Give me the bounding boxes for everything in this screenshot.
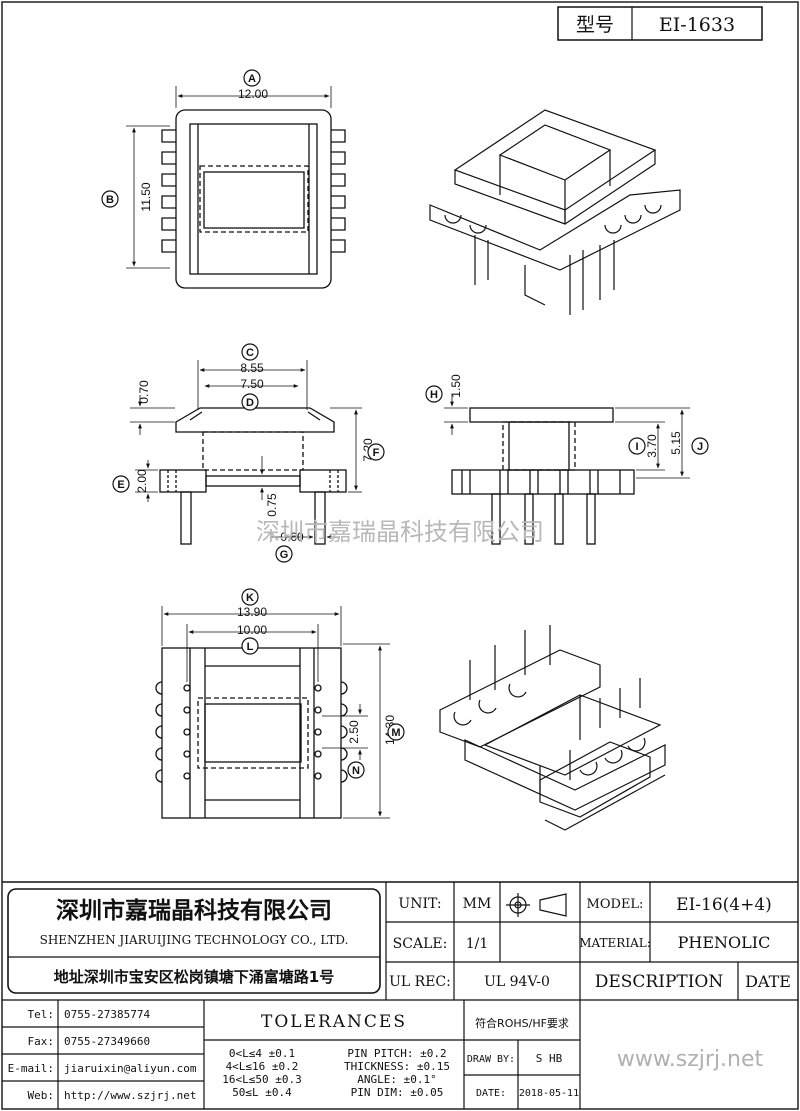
label-f: F <box>367 443 385 461</box>
tolerance-range: 4<L≤16 ±0.2 <box>226 1060 299 1073</box>
svg-text:A: A <box>248 73 256 85</box>
material-label: MATERIAL: <box>579 936 651 950</box>
front-view <box>130 360 362 545</box>
contact-label: Tel: <box>28 1008 55 1021</box>
label-h: H <box>425 385 443 403</box>
dim-i-value: 3.70 <box>645 434 659 458</box>
material-value: PHENOLIC <box>678 933 771 952</box>
svg-text:D: D <box>246 397 254 409</box>
svg-text:B: B <box>106 194 114 206</box>
company-name-cn: 深圳市嘉瑞晶科技有限公司 <box>56 897 332 924</box>
unit-value: MM <box>463 896 492 912</box>
label-d: D <box>241 393 259 411</box>
bottom-view <box>155 606 390 819</box>
label-e: E <box>112 475 130 493</box>
svg-text:J: J <box>697 441 703 453</box>
rohs-text: 符合ROHS/HF要求 <box>475 1016 569 1030</box>
dim-g-value: 0.60 <box>280 530 304 544</box>
iso-view-top <box>429 109 681 315</box>
label-k: K <box>241 588 259 606</box>
tolerance-range: 50≤L ±0.4 <box>232 1086 292 1099</box>
tolerances-title: TOLERANCES <box>261 1012 407 1032</box>
model-label: MODEL: <box>587 897 644 912</box>
dim-mid-h-value: 0.75 <box>265 493 279 517</box>
svg-text:C: C <box>246 347 254 359</box>
tolerance-item: PIN DIM: ±0.05 <box>351 1086 444 1099</box>
ul-value: UL 94V-0 <box>484 974 550 990</box>
contact-value: http://www.szjrj.net <box>64 1089 196 1102</box>
type-value: EI-1633 <box>659 14 735 36</box>
contact-value: 0755-27349660 <box>64 1035 150 1048</box>
svg-text:F: F <box>373 447 380 459</box>
dim-e-value: 2.00 <box>135 469 149 493</box>
label-n: N <box>347 761 365 779</box>
label-b: B <box>101 190 119 208</box>
tolerance-item: PIN PITCH: ±0.2 <box>347 1047 446 1060</box>
dim-c-value: 8.55 <box>240 361 264 375</box>
dim-j-value: 5.15 <box>669 431 683 455</box>
label-c: C <box>241 343 259 361</box>
title-block <box>2 881 798 1109</box>
unit-label: UNIT: <box>398 896 441 912</box>
type-box: 型号 EI-1633 <box>557 6 763 41</box>
date-value: 2018-05-11 <box>519 1088 579 1099</box>
top-view <box>126 86 346 289</box>
tolerance-range: 16<L≤50 ±0.3 <box>222 1073 301 1086</box>
contact-label: Fax: <box>28 1035 55 1048</box>
svg-text:K: K <box>246 592 254 604</box>
contact-value: jiaruixin@aliyun.com <box>64 1062 197 1075</box>
contact-value: 0755-27385774 <box>64 1008 150 1021</box>
model-value: EI-16(4+4) <box>676 895 772 915</box>
svg-text:H: H <box>430 389 438 401</box>
dim-h-value: 1.50 <box>449 374 463 398</box>
side-view <box>444 395 690 545</box>
iso-view-bottom <box>439 625 666 831</box>
label-j: J <box>691 437 709 455</box>
label-i: I <box>628 437 646 455</box>
label-g: G <box>275 545 293 563</box>
dim-k-value: 13.90 <box>237 605 267 619</box>
dim-a-value: 12.00 <box>238 87 268 101</box>
date-label: DATE: <box>476 1088 506 1099</box>
scale-value: 1/1 <box>466 936 489 952</box>
dim-top-h-value: 0.70 <box>137 380 151 404</box>
dim-n-value: 2.50 <box>347 720 361 744</box>
tolerance-item: ANGLE: ±0.1° <box>357 1073 436 1086</box>
contact-label: E-mail: <box>8 1062 54 1075</box>
dim-d-value: 7.50 <box>240 377 264 391</box>
type-label: 型号 <box>576 14 614 36</box>
svg-text:M: M <box>391 727 400 739</box>
dim-b-value: 11.50 <box>139 182 153 211</box>
dim-l-value: 10.00 <box>237 623 267 637</box>
circle-labels: A B C D E F G H I J K L M N <box>101 69 709 779</box>
svg-text:L: L <box>247 641 254 653</box>
watermark-text: 深圳市嘉瑞晶科技有限公司 <box>256 518 544 546</box>
svg-text:G: G <box>280 549 289 561</box>
website-watermark: www.szjrj.net <box>617 1047 764 1072</box>
tolerance-range: 0<L≤4 ±0.1 <box>229 1047 295 1060</box>
contact-label: Web: <box>28 1089 55 1102</box>
label-l: L <box>241 637 259 655</box>
svg-text:I: I <box>635 441 638 453</box>
scale-label: SCALE: <box>393 936 448 952</box>
label-a: A <box>243 69 261 87</box>
description-label: DESCRIPTION <box>595 972 724 992</box>
svg-text:E: E <box>117 479 124 491</box>
draw-by-label: DRAW BY: <box>467 1054 515 1065</box>
ul-label: UL REC: <box>389 974 451 990</box>
svg-text:N: N <box>352 765 360 777</box>
label-m: M <box>387 723 405 741</box>
company-name-en: SHENZHEN JIARUIJING TECHNOLOGY CO., LTD. <box>40 933 349 947</box>
draw-by-value: S HB <box>536 1052 563 1065</box>
company-address: 地址深圳市宝安区松岗镇塘下涌富塘路1号 <box>54 968 334 986</box>
date-header: DATE <box>745 972 791 991</box>
tolerance-rows: 0<L≤4 ±0.14<L≤16 ±0.216<L≤50 ±0.350≤L ±0… <box>222 1047 450 1099</box>
tolerance-item: THICKNESS: ±0.15 <box>344 1060 450 1073</box>
